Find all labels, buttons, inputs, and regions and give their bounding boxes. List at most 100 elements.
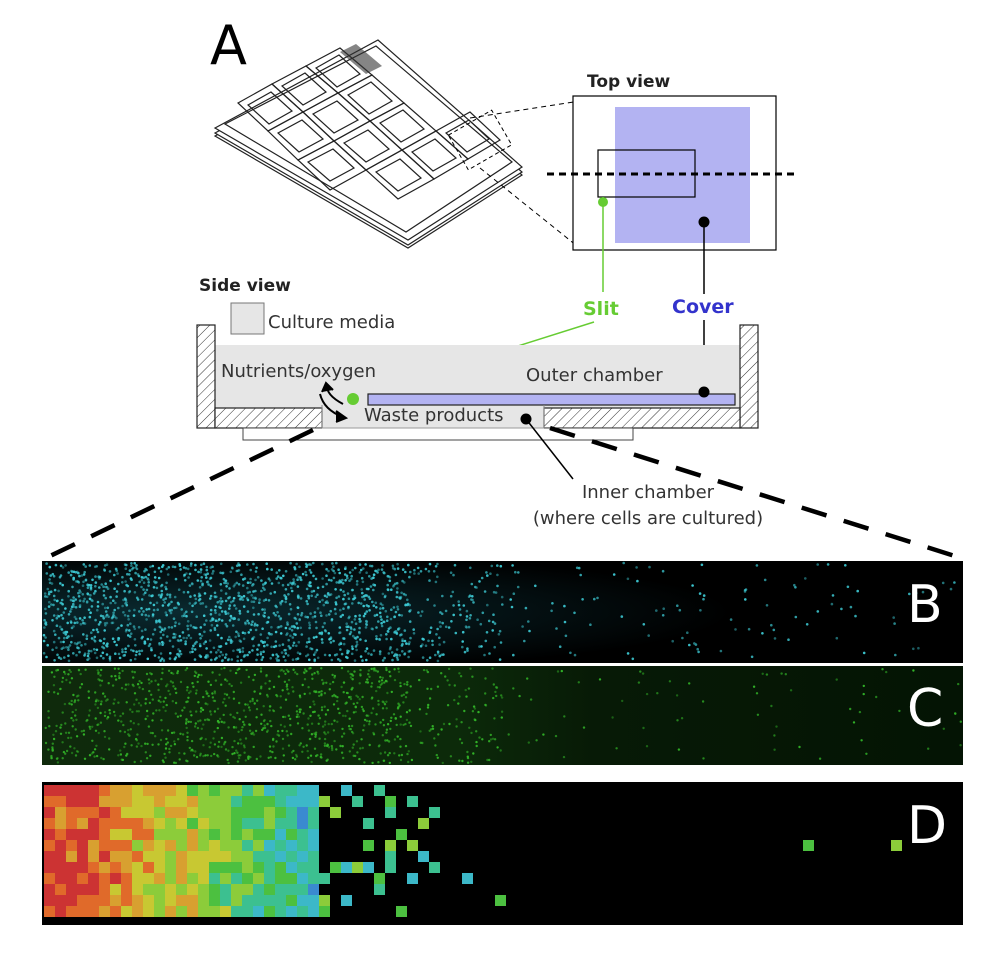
cell-dot	[390, 637, 393, 641]
cell-dot	[488, 740, 491, 743]
cell-dot	[94, 618, 97, 622]
cell-dot	[108, 709, 111, 712]
cell-dot	[761, 632, 764, 635]
heatmap-cell	[110, 862, 121, 873]
cell-dot	[225, 693, 229, 696]
cell-dot	[183, 706, 186, 709]
cell-dot	[243, 746, 246, 749]
heatmap-cell	[99, 829, 110, 840]
cell-dot	[455, 718, 458, 721]
panel-label-a: A	[210, 14, 247, 77]
heatmap-cell	[198, 906, 209, 917]
cell-dot	[804, 577, 807, 580]
cell-dot	[220, 636, 223, 640]
cell-dot	[330, 579, 333, 582]
cell-dot	[396, 605, 399, 609]
cell-dot	[193, 725, 197, 728]
heatmap-cell	[143, 851, 154, 862]
cell-dot	[82, 729, 86, 732]
cell-dot	[348, 579, 351, 582]
cell-dot	[108, 712, 112, 715]
cell-dot	[185, 636, 188, 640]
cell-dot	[379, 633, 383, 637]
heatmap-cell	[242, 895, 253, 906]
cell-dot	[260, 722, 263, 725]
cell-dot	[358, 698, 361, 701]
cell-dot	[471, 595, 474, 598]
cell-dot	[71, 585, 74, 589]
cell-dot	[133, 561, 136, 565]
cell-dot	[437, 733, 440, 736]
cell-dot	[181, 709, 184, 712]
cell-dot	[43, 592, 47, 595]
cell-dot	[344, 566, 347, 569]
cell-dot	[154, 679, 157, 682]
cell-dot	[202, 723, 205, 726]
cell-dot	[113, 587, 116, 590]
cell-dot	[479, 622, 483, 626]
cell-dot	[305, 563, 309, 567]
cell-dot	[327, 746, 331, 749]
heatmap-cell	[286, 862, 297, 873]
cell-dot	[254, 596, 257, 600]
cell-dot	[150, 647, 153, 650]
cell-dot	[488, 758, 491, 762]
cell-dot	[615, 747, 618, 750]
cell-dot	[908, 592, 911, 596]
cell-dot	[186, 624, 189, 628]
cell-dot	[164, 611, 168, 614]
cell-dot	[214, 611, 217, 615]
heatmap-cell	[264, 906, 275, 917]
cell-dot	[189, 690, 192, 693]
cell-dot	[229, 614, 233, 618]
cell-dot	[365, 714, 368, 717]
cell-dot	[130, 562, 133, 565]
culture-media-legend-swatch	[230, 302, 265, 335]
heatmap-cell	[55, 884, 66, 895]
cell-dot	[93, 635, 97, 639]
cell-dot	[385, 619, 389, 622]
cell-dot	[184, 640, 187, 643]
cell-dot	[133, 703, 136, 706]
cell-dot	[417, 572, 421, 575]
cell-dot	[314, 620, 318, 624]
cell-dot	[78, 650, 81, 654]
cell-dot	[380, 568, 384, 571]
cell-dot	[208, 639, 212, 642]
cell-dot	[312, 700, 315, 703]
cell-dot	[94, 589, 97, 593]
heatmap-cell	[198, 895, 209, 906]
cell-dot	[563, 604, 566, 608]
cell-dot	[166, 729, 170, 732]
cell-dot	[104, 624, 107, 627]
cell-dot	[350, 673, 354, 676]
cell-dot	[642, 726, 645, 730]
heatmap-cell	[198, 829, 209, 840]
cell-dot	[259, 692, 262, 695]
cell-dot	[146, 637, 150, 641]
cell-dot	[347, 725, 351, 728]
heatmap-cell	[308, 840, 319, 851]
cell-dot	[444, 609, 448, 613]
cell-dot	[70, 677, 74, 680]
cell-dot	[92, 628, 95, 632]
cell-dot	[46, 587, 50, 591]
cell-dot	[42, 639, 46, 643]
cell-dot	[333, 739, 336, 743]
cell-dot	[177, 588, 181, 591]
heatmap-cell	[143, 895, 154, 906]
cell-dot	[426, 706, 430, 709]
cell-dot	[224, 579, 228, 583]
cell-dot	[471, 675, 474, 678]
heatmap-cell	[88, 906, 99, 917]
cell-dot	[217, 740, 221, 744]
cell-dot	[388, 575, 392, 579]
cell-dot	[205, 568, 209, 572]
cell-dot	[579, 573, 582, 577]
cell-dot	[103, 622, 107, 625]
cell-dot	[484, 692, 487, 695]
cell-dot	[332, 639, 335, 643]
cell-dot	[270, 724, 273, 728]
cell-dot	[67, 635, 70, 638]
cell-dot	[190, 582, 194, 585]
